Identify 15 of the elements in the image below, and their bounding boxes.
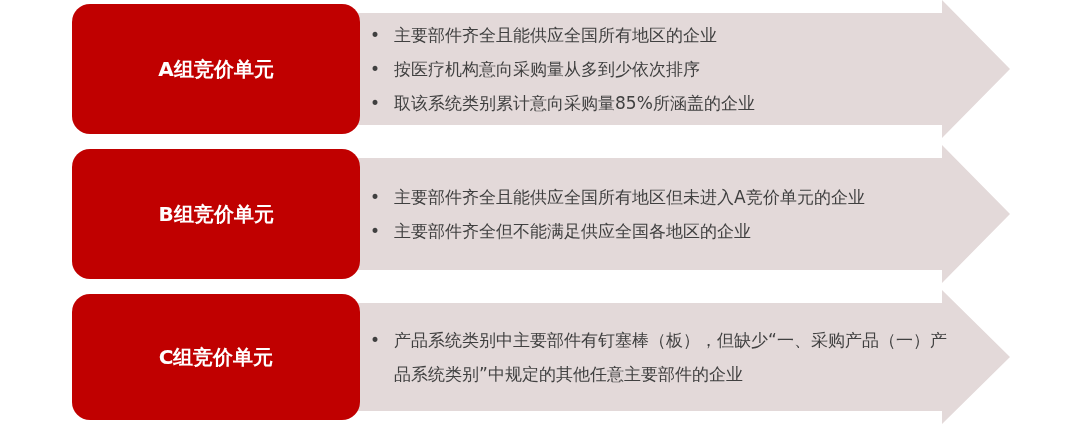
bullet-text: 产品系统类别中主要部件有钉塞棒（板），但缺少“一、采购产品（一）产品系统类别”中规定的其他任意主要部件的企业 — [394, 329, 948, 386]
group-label-box: C组竞价单元 — [72, 294, 360, 420]
group-label-box: A组竞价单元 — [72, 4, 360, 134]
group-label-box: B组竞价单元 — [72, 149, 360, 279]
bullet-mark: • — [370, 186, 382, 209]
bullet-text: 取该系统类别累计意向采购量85%所涵盖的企业 — [394, 92, 755, 115]
bullet-mark: • — [370, 329, 382, 352]
bullet-mark: • — [370, 58, 382, 81]
bullet-text: 主要部件齐全但不能满足供应全国各地区的企业 — [394, 220, 751, 243]
bullet-text: 按医疗机构意向采购量从多到少依次排序 — [394, 58, 700, 81]
bullet-text: 主要部件齐全且能供应全国所有地区但未进入A竞价单元的企业 — [394, 186, 865, 209]
bullet-text: 主要部件齐全且能供应全国所有地区的企业 — [394, 24, 717, 47]
bullet-mark: • — [370, 24, 382, 47]
bullet-mark: • — [370, 220, 382, 243]
bullet-mark: • — [370, 92, 382, 115]
